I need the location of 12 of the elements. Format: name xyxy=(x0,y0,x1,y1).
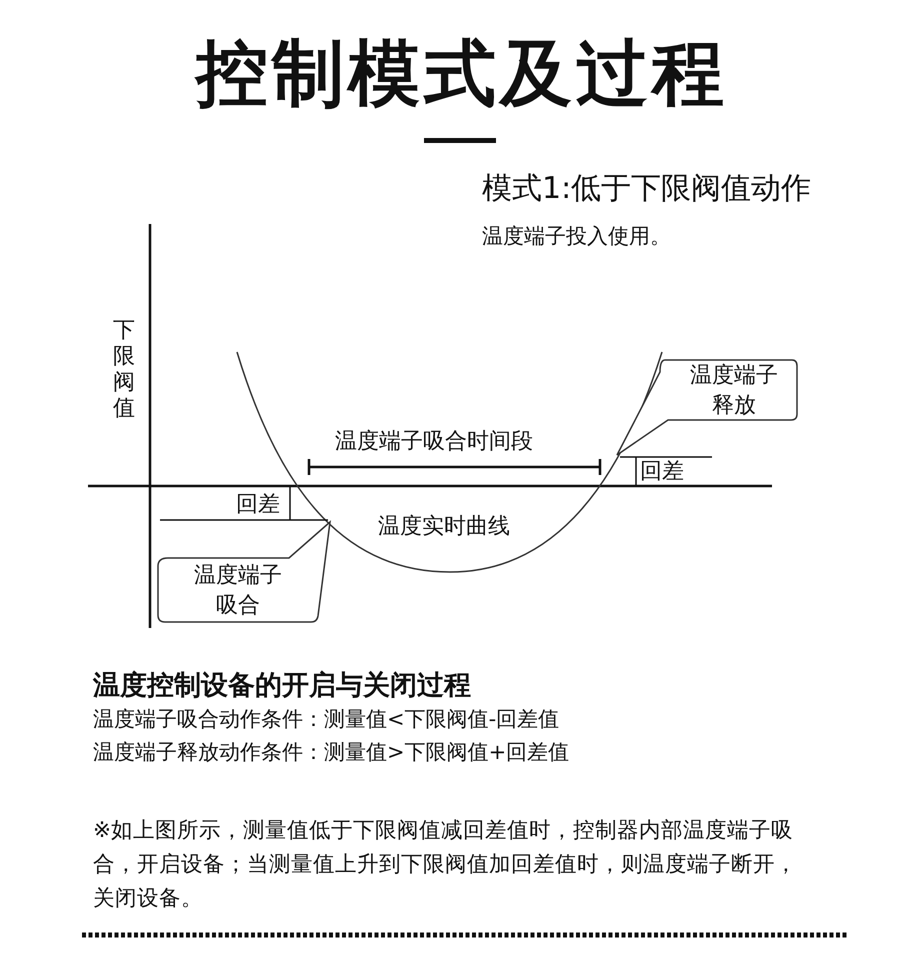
note-text: ※如上图所示，测量值低于下限阀值减回差值时，控制器内部温度端子吸合，开启设备；当测量值上升到下限阀值加回差值时，则温度端子断开，关闭设备。 xyxy=(93,817,798,913)
condition-text: 温度端子吸合动作条件：测量值<下限阀值-回差值 xyxy=(93,707,560,732)
section-heading: 温度控制设备的开启与关闭过程 xyxy=(93,670,471,702)
subtitle: 温度端子投入使用。 xyxy=(482,224,671,250)
hysteresis-label: 回差 xyxy=(640,459,684,486)
hysteresis-label: 回差 xyxy=(236,492,280,518)
curve-label: 温度实时曲线 xyxy=(378,514,510,540)
period-label: 温度端子吸合时间段 xyxy=(335,429,533,456)
title: 控制模式及过程 xyxy=(193,30,729,116)
condition-text: 温度端子释放动作条件：测量值>下限阀值+回差值 xyxy=(93,740,570,766)
mode-heading: 模式1:低于下限阀值动作 xyxy=(482,171,812,207)
axis-label: 下限阀值 xyxy=(113,318,136,422)
